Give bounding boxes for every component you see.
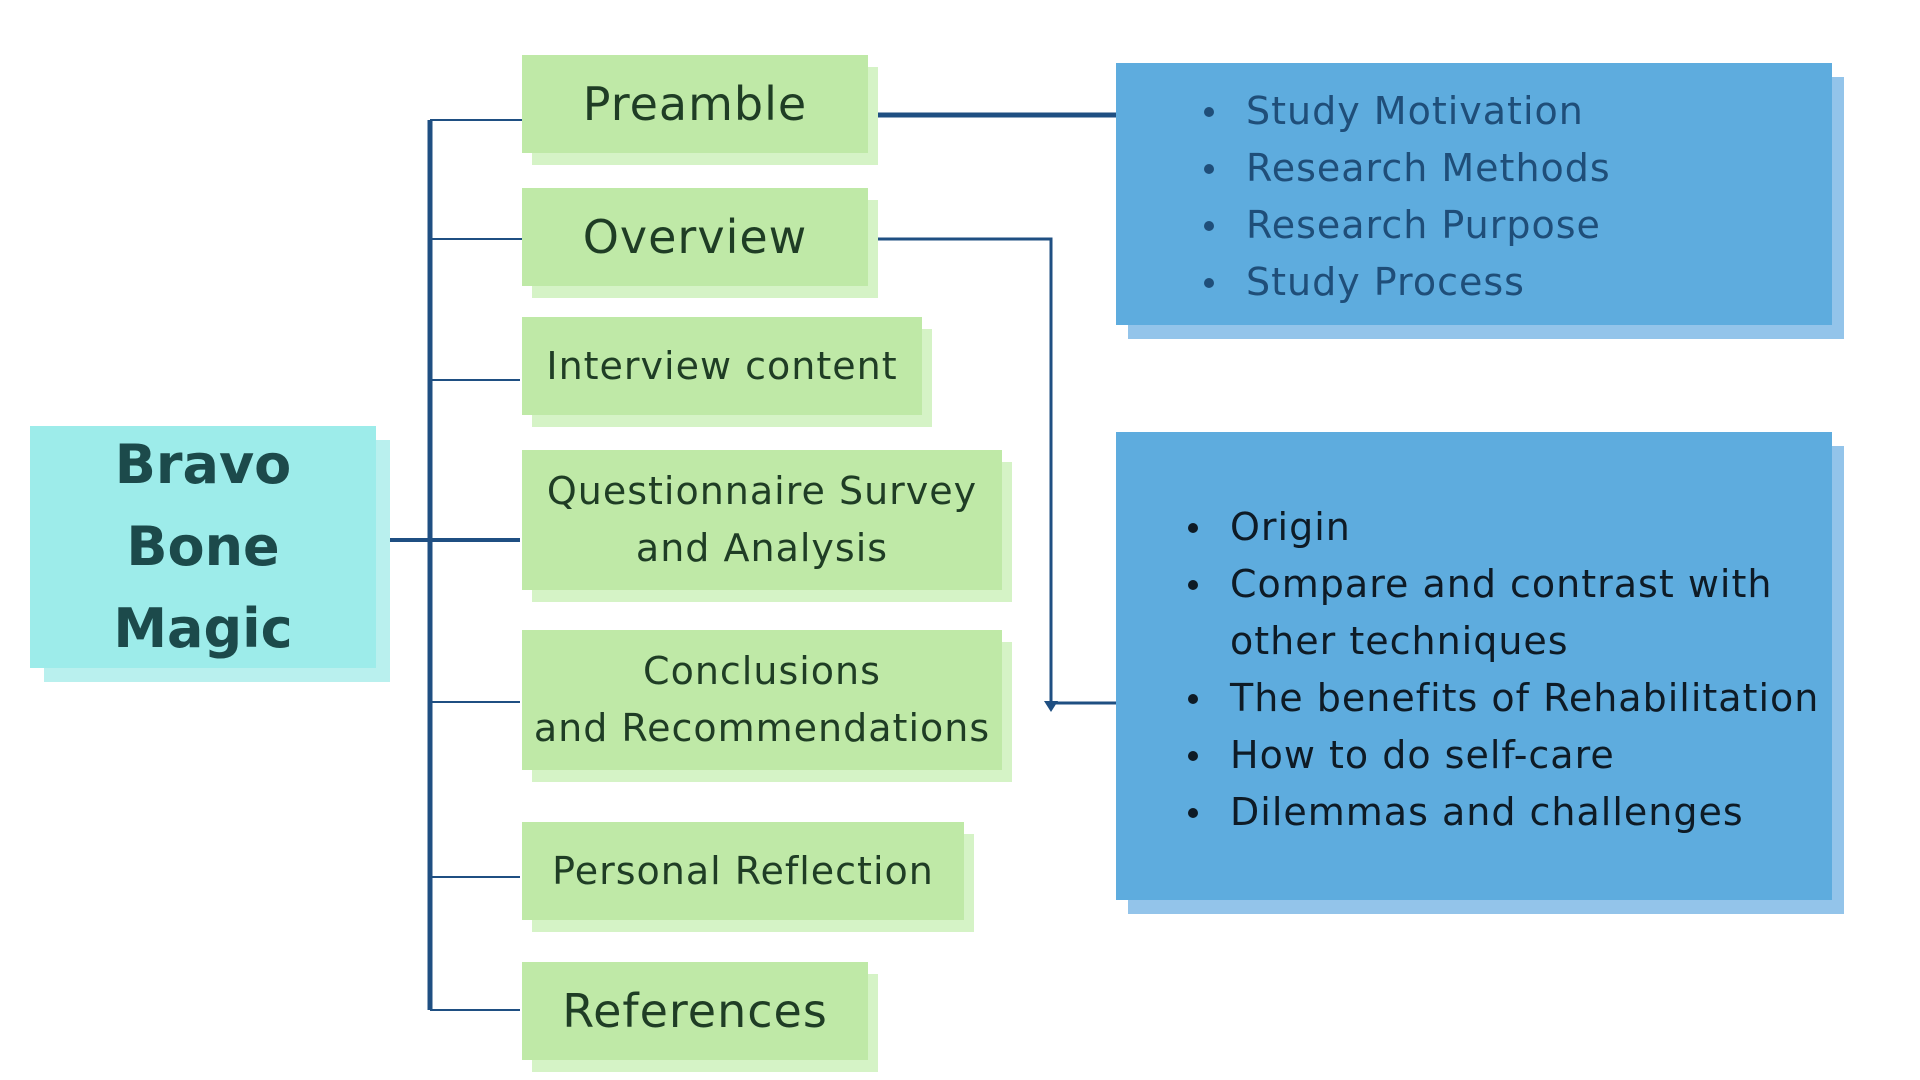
section-conclusions-line1: Conclusions	[643, 649, 881, 693]
list-item: Research Purpose	[1204, 197, 1611, 254]
overview-details-list: Origin Compare and contrast with other t…	[1188, 499, 1819, 841]
list-item: Dilemmas and challenges	[1188, 784, 1819, 841]
root-topic-card: Bravo Bone Magic	[30, 426, 376, 668]
section-conclusions: Conclusions and Recommendations	[522, 630, 1012, 782]
section-overview: Overview	[522, 188, 878, 298]
section-interview-content-card: Interview content	[522, 317, 922, 415]
list-item: Study Motivation	[1204, 83, 1611, 140]
root-title-line2: Magic	[113, 597, 293, 660]
root-topic: Bravo Bone Magic	[30, 426, 390, 682]
overview-details-box: Origin Compare and contrast with other t…	[1116, 432, 1844, 914]
section-personal-reflection-label: Personal Reflection	[552, 849, 934, 893]
section-preamble: Preamble	[522, 55, 878, 165]
preamble-details-box: Study Motivation Research Methods Resear…	[1116, 63, 1844, 339]
section-references: References	[522, 962, 878, 1072]
section-personal-reflection: Personal Reflection	[522, 822, 974, 932]
section-preamble-card: Preamble	[522, 55, 868, 153]
section-questionnaire-survey-line2: and Analysis	[635, 526, 889, 570]
section-preamble-label: Preamble	[582, 77, 808, 131]
section-references-card: References	[522, 962, 868, 1060]
section-overview-label: Overview	[582, 210, 808, 264]
list-item: The benefits of Rehabilitation	[1188, 670, 1819, 727]
root-title: Bravo Bone Magic	[30, 424, 376, 670]
root-title-line1: Bravo Bone	[114, 433, 292, 578]
section-overview-card: Overview	[522, 188, 868, 286]
list-item: Study Process	[1204, 254, 1611, 311]
list-item: How to do self-care	[1188, 727, 1819, 784]
section-personal-reflection-card: Personal Reflection	[522, 822, 964, 920]
section-conclusions-line2: and Recommendations	[533, 706, 991, 750]
overview-details-card: Origin Compare and contrast with other t…	[1116, 432, 1832, 900]
section-conclusions-card: Conclusions and Recommendations	[522, 630, 1002, 770]
section-interview-content: Interview content	[522, 317, 932, 427]
preamble-details-card: Study Motivation Research Methods Resear…	[1116, 63, 1832, 325]
list-item: Compare and contrast with	[1188, 556, 1819, 613]
section-references-label: References	[562, 984, 828, 1038]
overview-arrowhead	[1044, 701, 1058, 712]
overview-detail-connector	[872, 237, 1146, 705]
preamble-details-list: Study Motivation Research Methods Resear…	[1204, 83, 1611, 311]
list-item: Research Methods	[1204, 140, 1611, 197]
section-interview-content-label: Interview content	[546, 344, 898, 388]
section-questionnaire-survey: Questionnaire Survey and Analysis	[522, 450, 1012, 602]
list-item: Origin	[1188, 499, 1819, 556]
section-questionnaire-survey-card: Questionnaire Survey and Analysis	[522, 450, 1002, 590]
section-questionnaire-survey-line1: Questionnaire Survey	[546, 469, 978, 513]
list-item-continuation: other techniques	[1230, 619, 1569, 663]
